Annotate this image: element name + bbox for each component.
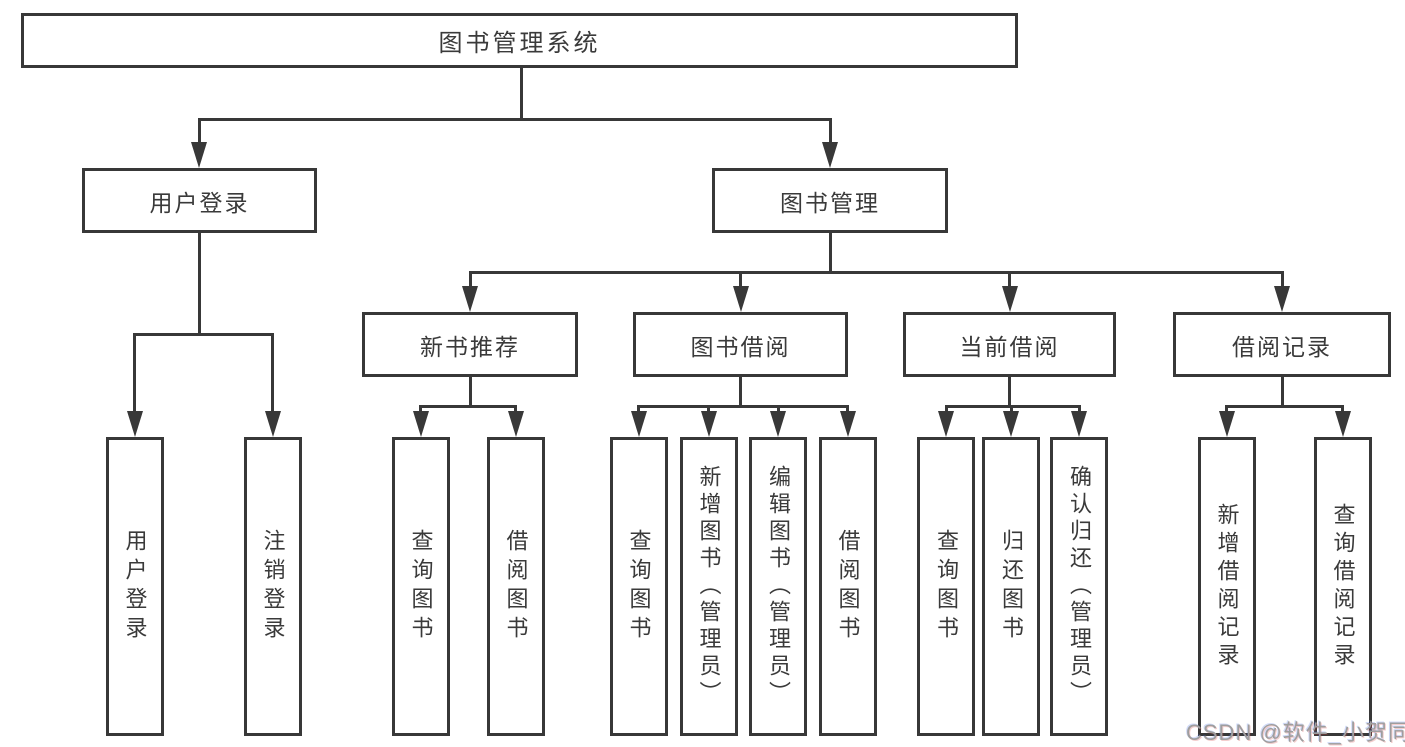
edge-current-borrow-stem bbox=[1008, 377, 1011, 406]
node-user-login: 用户登录 bbox=[82, 168, 317, 233]
leaf-current-query-books: 查询图书 bbox=[917, 437, 975, 736]
node-borrow-record: 借阅记录 bbox=[1173, 312, 1391, 377]
node-current-borrow: 当前借阅 bbox=[903, 312, 1116, 377]
edge-to-leaf bbox=[846, 404, 849, 417]
node-root-library-management-system: 图书管理系统 bbox=[21, 13, 1018, 68]
arrowhead-leaf-icon bbox=[1003, 411, 1019, 437]
arrowhead-borrow-record-icon bbox=[1274, 286, 1290, 312]
leaf-logout: 注销登录 bbox=[243, 437, 302, 736]
arrowhead-leaf-icon bbox=[770, 411, 786, 437]
edge-borrow-record-bus bbox=[1225, 405, 1344, 408]
edge-root-stem bbox=[519, 68, 523, 120]
edge-to-current-borrow bbox=[1008, 271, 1011, 291]
edge-to-leaf bbox=[776, 404, 780, 417]
edge-to-new-book bbox=[468, 271, 472, 291]
arrowhead-book-management-icon bbox=[822, 142, 838, 168]
edge-to-leaf bbox=[1009, 404, 1013, 417]
node-new-book-recommend: 新书推荐 bbox=[362, 312, 578, 377]
leaf-borrow-borrow-books: 借阅图书 bbox=[818, 437, 877, 736]
edge-borrow-record-stem bbox=[1280, 377, 1284, 407]
edge-current-borrow-bus bbox=[944, 404, 1081, 408]
node-book-borrow: 图书借阅 bbox=[633, 312, 848, 377]
arrowhead-leaf-icon bbox=[1218, 411, 1235, 437]
leaf-newbook-query-books: 查询图书 bbox=[391, 437, 450, 736]
edge-to-leaf bbox=[419, 404, 422, 417]
arrowhead-leaf-icon bbox=[1071, 411, 1087, 437]
edge-to-book-management bbox=[828, 118, 832, 150]
arrowhead-new-book-icon bbox=[462, 286, 478, 312]
edge-to-leaf bbox=[514, 404, 517, 417]
leaf-borrow-query-books: 查询图书 bbox=[609, 437, 668, 736]
edge-book-management-stem bbox=[828, 233, 832, 274]
leaf-newbook-borrow-books: 借阅图书 bbox=[486, 437, 545, 736]
edge-to-leaf-logout bbox=[271, 332, 274, 413]
leaf-borrow-edit-books-admin: 编辑图书（管理员） bbox=[749, 437, 807, 736]
leaf-borrow-add-books-admin: 新增图书（管理员） bbox=[679, 437, 738, 736]
arrowhead-leaf-icon bbox=[412, 411, 429, 437]
edge-to-user-login bbox=[197, 118, 201, 150]
csdn-watermark: CSDN @软件_小贺同学 bbox=[1186, 720, 1405, 745]
arrowhead-user-login-icon bbox=[191, 142, 207, 168]
edge-to-leaf bbox=[707, 404, 710, 417]
edge-new-book-bus bbox=[419, 404, 517, 408]
edge-book-management-bus bbox=[468, 271, 1284, 274]
leaf-record-add-borrow-record: 新增借阅记录 bbox=[1197, 437, 1256, 736]
edge-to-leaf-user-login bbox=[133, 332, 136, 413]
edge-to-borrow-record bbox=[1280, 271, 1284, 291]
arrowhead-leaf-logout-icon bbox=[264, 411, 281, 437]
arrowhead-leaf-user-login-icon bbox=[126, 411, 143, 437]
leaf-record-query-borrow-record: 查询借阅记录 bbox=[1313, 437, 1372, 736]
node-book-management: 图书管理 bbox=[712, 168, 948, 233]
leaf-current-return-books: 归还图书 bbox=[982, 437, 1040, 736]
arrowhead-leaf-icon bbox=[1334, 411, 1351, 437]
arrowhead-leaf-icon bbox=[630, 411, 647, 437]
arrowhead-leaf-icon bbox=[938, 411, 954, 437]
edge-root-bus bbox=[197, 118, 832, 121]
edge-to-leaf bbox=[944, 404, 948, 417]
arrowhead-book-borrow-icon bbox=[732, 286, 749, 312]
edge-to-leaf bbox=[1077, 404, 1081, 417]
edge-book-borrow-bus bbox=[637, 404, 849, 408]
edge-book-borrow-stem bbox=[739, 377, 742, 406]
edge-to-leaf bbox=[637, 404, 640, 417]
arrowhead-leaf-icon bbox=[839, 411, 856, 437]
arrowhead-leaf-icon bbox=[700, 411, 717, 437]
edge-user-login-stem bbox=[198, 233, 201, 334]
leaf-user-login: 用户登录 bbox=[105, 437, 164, 736]
edge-user-login-bus bbox=[133, 332, 274, 336]
edge-new-book-stem bbox=[468, 377, 472, 406]
leaf-current-confirm-return-admin: 确认归还（管理员） bbox=[1050, 437, 1108, 736]
arrowhead-leaf-icon bbox=[507, 411, 524, 437]
arrowhead-current-borrow-icon bbox=[1001, 286, 1018, 312]
edge-to-book-borrow bbox=[739, 271, 742, 291]
